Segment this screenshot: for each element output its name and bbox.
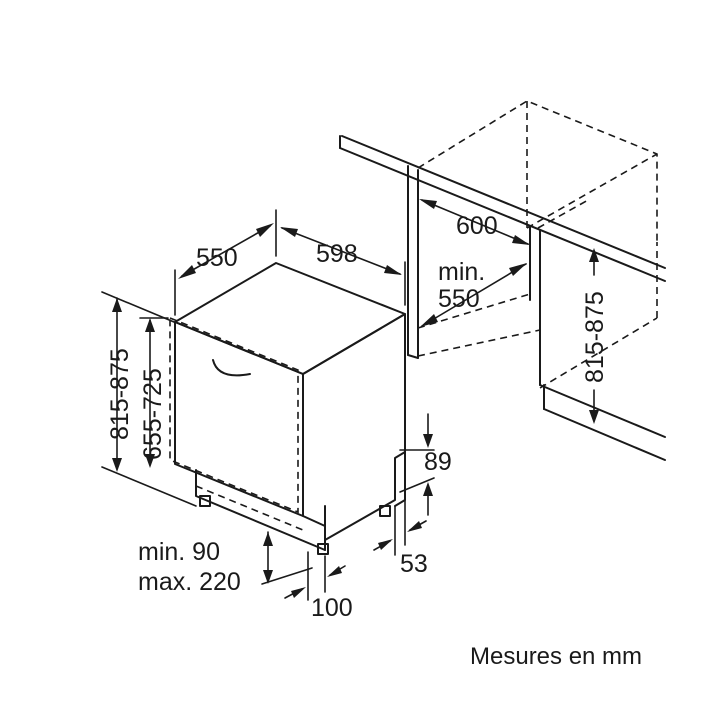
dim-kick-gap: 53: [373, 499, 428, 578]
foot-front-right: [317, 543, 329, 555]
dim-niche-depth-min-label: min.: [438, 258, 485, 286]
dim-niche-height-label: 815-875: [581, 291, 609, 383]
dim-height-appliance-label: 655-725: [139, 368, 167, 460]
dim-plinth-max-label: max. 220: [138, 568, 241, 596]
dim-niche-width-label: 600: [456, 212, 498, 240]
dim-kick-height: 89: [399, 413, 452, 516]
dim-plinth-depth: 100: [284, 551, 353, 622]
dim-niche-height: 815-875: [581, 248, 609, 424]
dim-width-label: 598: [316, 240, 358, 268]
foot-front-left: [199, 495, 211, 507]
dim-kick-height-label: 89: [424, 448, 452, 476]
dim-height-total-label: 815-875: [106, 348, 134, 440]
dim-niche-depth: min. 550: [420, 258, 527, 327]
dim-width: 598: [280, 227, 406, 306]
dim-kick-gap-label: 53: [400, 550, 428, 578]
dim-niche-width: 600: [419, 199, 530, 245]
dim-height-appliance: 655-725: [139, 317, 169, 468]
dim-plinth-depth-label: 100: [311, 594, 353, 622]
dim-depth: 550: [174, 209, 277, 316]
dim-depth-label: 550: [196, 244, 238, 272]
units-caption: Mesures en mm: [470, 643, 642, 670]
dim-plinth-height: min. 90 max. 220: [138, 531, 313, 596]
dim-height-total: 815-875: [101, 291, 197, 507]
dishwasher-body: [169, 262, 406, 555]
door-handle: [212, 359, 251, 377]
dim-plinth-min-label: min. 90: [138, 538, 220, 566]
niche-outline: [339, 100, 666, 461]
dim-niche-depth-value: 550: [438, 285, 480, 313]
foot-back-right: [379, 505, 391, 517]
